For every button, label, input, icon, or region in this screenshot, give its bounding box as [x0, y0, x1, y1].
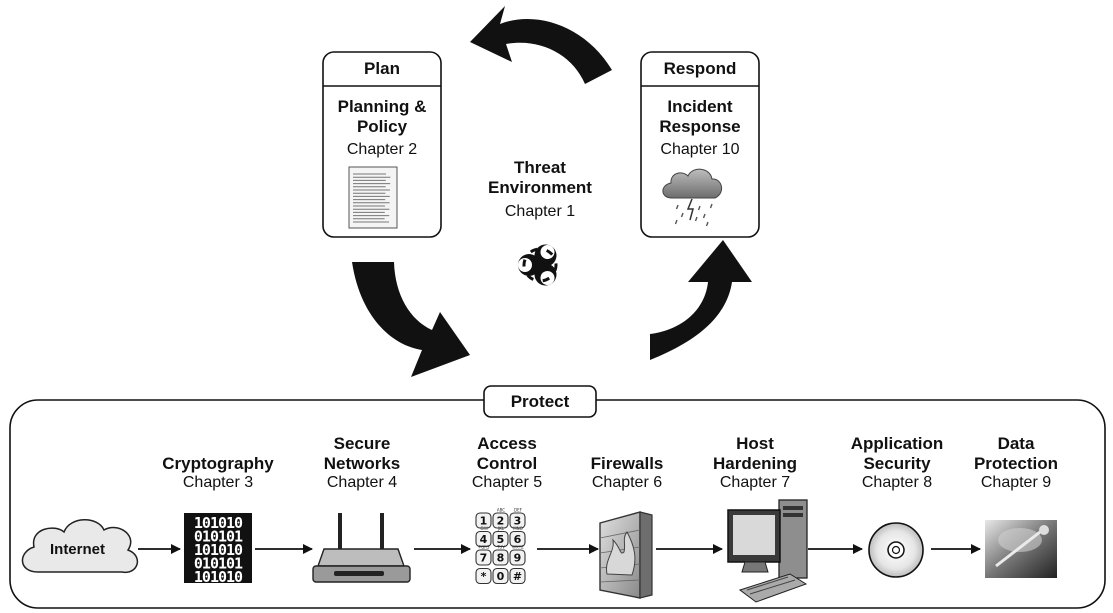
protect-container — [9, 399, 1106, 609]
step-title-line2: Security — [863, 454, 931, 474]
step-title-line2: Networks — [323, 454, 401, 474]
protect-label-box — [483, 385, 597, 418]
svg-text:WXYZ: WXYZ — [512, 545, 524, 550]
svg-text:DEF: DEF — [514, 508, 523, 513]
step-chapter: Chapter 5 — [471, 474, 543, 492]
internet-label: Internet — [49, 541, 105, 558]
svg-text:4: 4 — [480, 533, 488, 546]
svg-text:3: 3 — [514, 515, 522, 528]
svg-text:MNO: MNO — [513, 526, 523, 531]
svg-text:*: * — [481, 570, 487, 583]
step-title-line2: Cryptography — [162, 454, 274, 474]
svg-text:7: 7 — [480, 552, 488, 565]
step-title-line1: Access — [477, 434, 537, 453]
svg-text:#: # — [513, 570, 522, 583]
step-title-line2: Protection — [973, 454, 1059, 474]
step-title-line2: Hardening — [712, 454, 798, 474]
svg-text:010101: 010101 — [194, 555, 243, 573]
cycle-arrow-protect-to-respond — [650, 240, 752, 360]
svg-text:JKL: JKL — [497, 526, 505, 531]
svg-text:ABC: ABC — [497, 508, 505, 513]
step-title-line1 — [148, 434, 288, 454]
cycle-arrow-plan-to-protect — [352, 262, 470, 377]
svg-text:PQRS: PQRS — [479, 545, 490, 550]
threat-chapter: Chapter 1 — [504, 203, 576, 220]
svg-text:GHI: GHI — [480, 526, 487, 531]
step-chapter: Chapter 8 — [861, 474, 933, 492]
storm-cloud-icon — [662, 168, 723, 227]
router-icon — [312, 513, 411, 583]
step-chapter: Chapter 6 — [591, 474, 663, 492]
cycle-arrow-respond-to-plan — [470, 6, 612, 84]
computer-icon — [727, 499, 808, 603]
svg-text:6: 6 — [514, 533, 522, 546]
plan-chapter: Chapter 2 — [346, 141, 418, 158]
plan-header: Plan — [364, 59, 400, 78]
step-chapter: Chapter 4 — [326, 474, 398, 492]
step-title-line1: Application — [850, 434, 944, 453]
protect-header: Protect — [510, 392, 570, 411]
respond-header: Respond — [663, 59, 737, 78]
svg-text:101010: 101010 — [194, 568, 243, 586]
svg-text:0: 0 — [497, 570, 505, 583]
step-title-line2: Control — [476, 454, 538, 474]
hard-drive-icon — [985, 520, 1057, 578]
document-icon — [348, 166, 398, 229]
step-chapter: Chapter 3 — [182, 474, 254, 492]
step-chapter: Chapter 7 — [719, 474, 791, 492]
svg-text:010101: 010101 — [194, 528, 243, 546]
step-title-line1: Host — [736, 434, 774, 453]
respond-chapter: Chapter 10 — [660, 141, 740, 158]
firewall-icon — [599, 511, 653, 599]
svg-text:101010: 101010 — [194, 514, 243, 532]
svg-text:8: 8 — [497, 552, 505, 565]
svg-text:101010: 101010 — [194, 541, 243, 559]
step-title-line2: Firewalls — [590, 454, 664, 474]
cloud-icon — [21, 519, 139, 573]
step-chapter: Chapter 9 — [980, 474, 1052, 492]
step-title-line1 — [557, 434, 697, 454]
plan-title: Planning &Policy — [337, 97, 427, 137]
svg-text:9: 9 — [514, 552, 522, 565]
svg-text:5: 5 — [497, 533, 505, 546]
cd-icon — [868, 522, 924, 578]
svg-text:TUV: TUV — [496, 545, 505, 550]
svg-text:1: 1 — [480, 515, 488, 528]
step-title-line1: Secure — [333, 434, 391, 453]
biohazard-icon — [518, 244, 558, 286]
step-title-line1: Data — [997, 434, 1035, 453]
svg-text:2: 2 — [497, 515, 505, 528]
